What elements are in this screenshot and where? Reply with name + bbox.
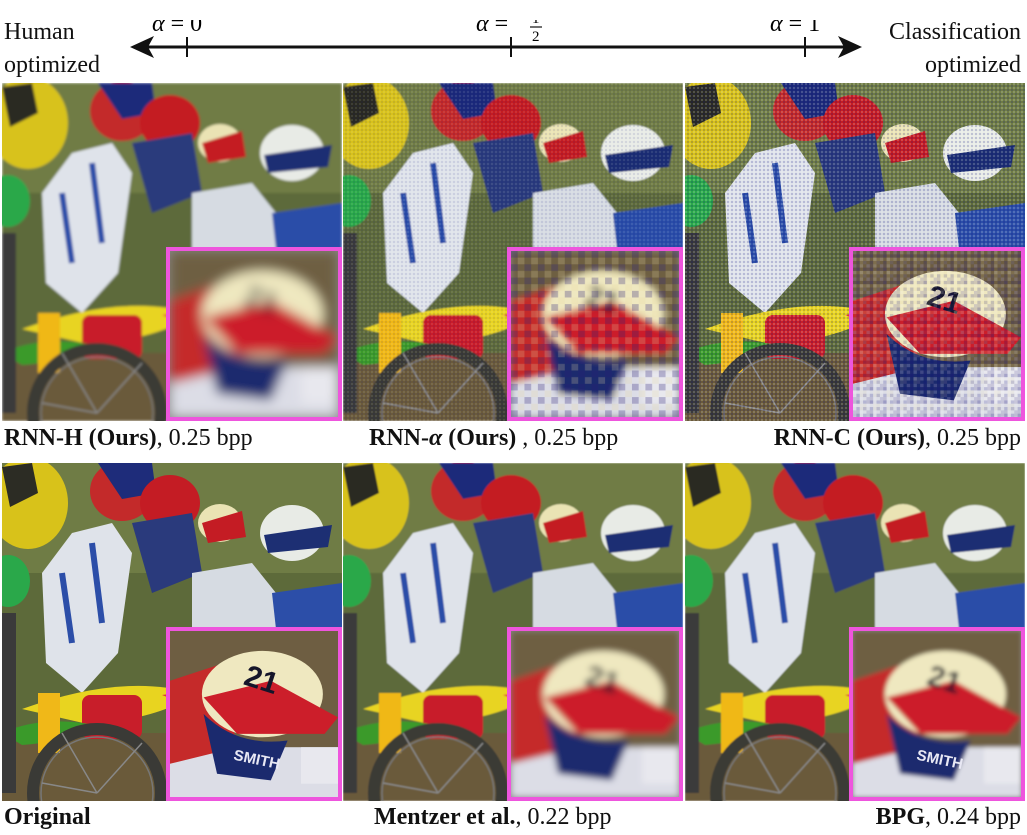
tick-label-alpha-half: α= bbox=[476, 20, 508, 37]
panel-rnn-c bbox=[685, 83, 1025, 421]
caption-bpg-method: BPG bbox=[875, 804, 925, 830]
caption-rnn-h-method: RNN-H (Ours) bbox=[4, 425, 157, 451]
caption-mentzer-rate: 0.22 bpp bbox=[527, 804, 612, 830]
caption-rnn-alpha-suffix: (Ours) bbox=[442, 425, 517, 451]
caption-mentzer-method: Mentzer et al. bbox=[374, 804, 516, 830]
caption-bpg-rate: 0.24 bpp bbox=[937, 804, 1021, 830]
human-optimized-label: Human optimized bbox=[4, 16, 100, 82]
caption-rnn-alpha-symbol: α bbox=[429, 425, 443, 451]
panel-rnn-h bbox=[2, 83, 342, 421]
inset-image-bpg: SMITH bbox=[853, 631, 1021, 797]
tick-label-alpha-1: α=1 bbox=[770, 20, 820, 37]
caption-rnn-alpha-prefix: RNN- bbox=[369, 425, 429, 451]
caption-rnn-c-rate: 0.25 bpp bbox=[937, 425, 1021, 451]
inset-image-rnn-h bbox=[170, 251, 338, 417]
inset-original: SMITH bbox=[166, 627, 342, 801]
panel-mentzer bbox=[343, 463, 683, 801]
caption-bpg-sep: , bbox=[925, 804, 931, 830]
panel-bpg: SMITH bbox=[685, 463, 1025, 801]
inset-image-original: SMITH bbox=[170, 631, 338, 797]
inset-bpg: SMITH bbox=[849, 627, 1025, 801]
inset-rnn-h bbox=[166, 247, 342, 421]
caption-rnn-h-rate: 0.25 bpp bbox=[168, 425, 253, 451]
tick-label-alpha-0: α=0 bbox=[152, 20, 202, 37]
inset-mentzer bbox=[507, 627, 683, 801]
axis-arrow-right bbox=[838, 36, 862, 58]
caption-rnn-alpha-rate: 0.25 bpp bbox=[534, 425, 619, 451]
classification-optimized-label: Classification optimized bbox=[889, 16, 1021, 82]
caption-rnn-alpha-method: RNN-α (Ours) bbox=[369, 425, 516, 451]
caption-rnn-alpha: RNN-α (Ours) , 0.25 bpp bbox=[369, 424, 618, 452]
panel-original: SMITH bbox=[2, 463, 342, 801]
caption-rnn-alpha-sep: , bbox=[516, 425, 529, 451]
inset-image-rnn-alpha bbox=[511, 251, 679, 417]
caption-original-method: Original bbox=[4, 804, 91, 830]
caption-rnn-c: RNN-C (Ours), 0.25 bpp bbox=[774, 424, 1021, 452]
caption-bpg: BPG, 0.24 bpp bbox=[876, 803, 1021, 831]
caption-mentzer-sep: , bbox=[515, 804, 522, 830]
inset-image-rnn-c bbox=[853, 251, 1021, 417]
inset-rnn-alpha bbox=[507, 247, 683, 421]
left-label-line2: optimized bbox=[4, 52, 100, 78]
inset-image-mentzer bbox=[511, 631, 679, 797]
caption-mentzer: Mentzer et al., 0.22 bpp bbox=[374, 803, 611, 831]
right-label-line1: Classification bbox=[889, 19, 1021, 45]
caption-rnn-h: RNN-H (Ours), 0.25 bpp bbox=[4, 424, 253, 452]
caption-original: Original bbox=[4, 803, 91, 831]
tick-half-denominator: 2 bbox=[532, 29, 540, 45]
left-label-line1: Human bbox=[4, 19, 75, 45]
panel-rnn-alpha bbox=[343, 83, 683, 421]
caption-rnn-c-sep: , bbox=[925, 425, 931, 451]
inset-rnn-c bbox=[849, 247, 1025, 421]
right-label-line2: optimized bbox=[925, 52, 1021, 78]
tick-half-numerator: 1 bbox=[532, 20, 540, 27]
alpha-axis: α=0 α= 1 2 α=1 bbox=[130, 20, 862, 58]
axis-arrow-left bbox=[130, 36, 154, 58]
caption-rnn-h-sep: , bbox=[156, 425, 163, 451]
caption-rnn-c-method: RNN-C (Ours) bbox=[773, 425, 925, 451]
